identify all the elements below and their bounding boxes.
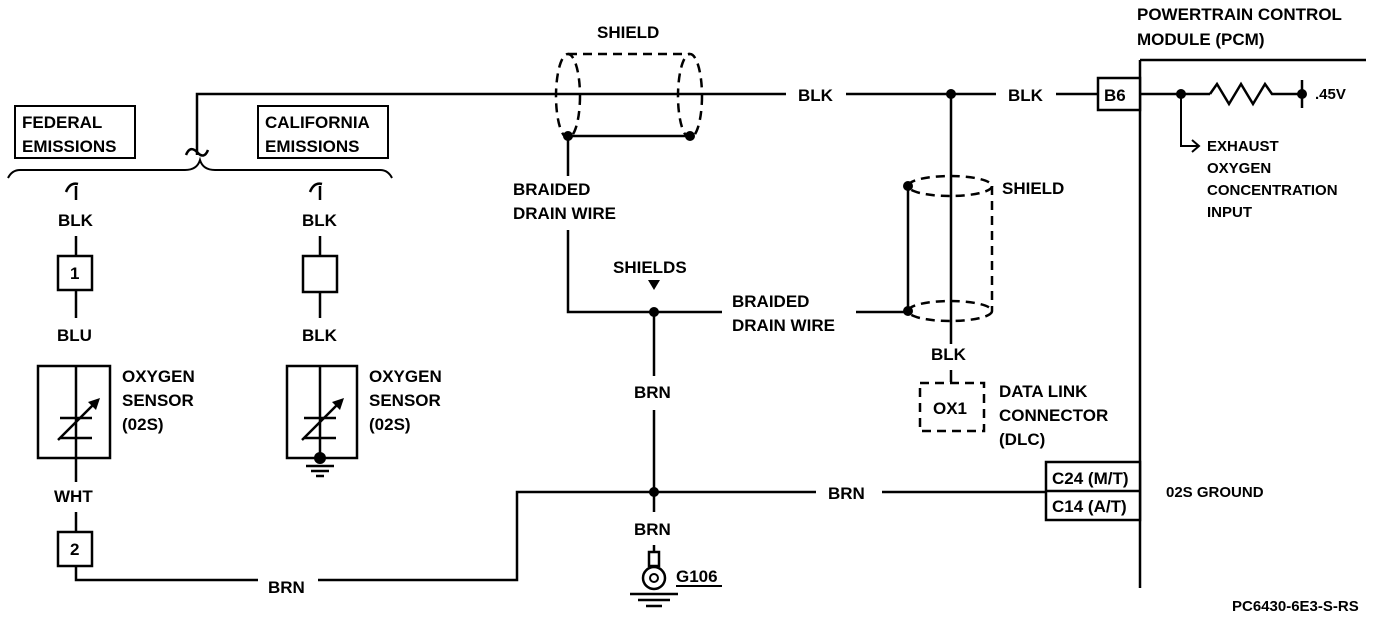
exhaust-label-line4: INPUT [1207,204,1252,221]
brn-bottom-wire-right [318,490,654,582]
pin-b6-label: B6 [1104,86,1126,105]
ground-lug [647,550,661,568]
california-label-line1: CALIFORNIA [265,113,370,132]
o2-left-line2: SENSOR [122,391,194,410]
pcm-title-line1: POWERTRAIN CONTROL [1137,5,1342,24]
o2-left-line1: OXYGEN [122,367,195,386]
drain-wire-1-lower [566,230,654,314]
shield-top: SHIELD [554,23,704,141]
pcm-title-line2: MODULE (PCM) [1137,30,1264,49]
shield-top-dot-right [685,131,695,141]
exhaust-input-arrow-line [1180,94,1198,147]
wire-color-fed-wht: WHT [54,487,93,506]
braided-1-line2: DRAIN WIRE [513,204,616,223]
federal-oxygen-sensor: BLK 1 BLU OXYGEN SENSOR (02S) WHT 2 [36,182,195,568]
wire-color-brn-bottom: BRN [268,578,305,597]
dlc-label-line3: (DLC) [999,430,1045,449]
top-wire-left [195,92,786,155]
cal-sensor-body [285,364,359,460]
emissions-bracket: FEDERAL EMISSIONS CALIFORNIA EMISSIONS [7,105,393,179]
wire-color-dlc-blk: BLK [931,345,967,364]
shield-top-label: SHIELD [597,23,659,42]
braided-1-line1: BRAIDED [513,180,590,199]
fed-sensor-body [36,364,112,460]
dlc-label-line2: CONNECTOR [999,406,1108,425]
fed-sensor-variable-arrow [57,399,99,441]
ground-eyelet [641,565,667,591]
wire-color-brn-pcm: BRN [828,484,865,503]
o2-right-line1: OXYGEN [369,367,442,386]
pcm-module: POWERTRAIN CONTROL MODULE (PCM) B6 .45V … [1044,5,1366,588]
pin-c24-label: C24 (M/T) [1052,469,1129,488]
o2s-ground-label: 02S GROUND [1166,484,1264,501]
cal-ground-dot [314,452,326,464]
data-link-connector: OX1 DATA LINK CONNECTOR (DLC) [918,381,1108,449]
cal-arrowhead-icon [332,398,344,410]
california-label-box [257,105,389,159]
exhaust-label-line1: EXHAUST [1207,138,1279,155]
dlc-label-line1: DATA LINK [999,382,1088,401]
ground-icon [630,592,678,608]
wire-crossover-icon [184,147,210,157]
pin-c14-label: C14 (A/T) [1052,497,1127,516]
ground-eyelet-hole [649,573,659,583]
exhaust-label-line3: CONCENTRATION [1207,182,1338,199]
cal-sensor-variable-arrow [301,399,343,441]
voltage-label: .45V [1315,86,1346,103]
shield-top-left-end [554,52,582,140]
o2-left-line3: (02S) [122,415,164,434]
wire-color-cal-blk-1: BLK [302,211,338,230]
wire-color-brn-ground: BRN [634,520,671,539]
braided-2-line1: BRAIDED [732,292,809,311]
fed-pin2-label: 2 [70,540,79,559]
federal-label-line2: EMISSIONS [22,137,116,156]
ground-id-label: G106 [676,567,718,586]
wire-color-cal-blk-2: BLK [302,326,338,345]
emissions-brace [7,156,393,179]
o2-right-line3: (02S) [369,415,411,434]
exhaust-input-arrowhead [1191,139,1201,153]
dlc-pin-label: OX1 [933,399,967,418]
california-label-line2: EMISSIONS [265,137,359,156]
shield-right: SHIELD [903,94,1064,344]
shield-right-dot-top [903,181,913,191]
fed-pin1-label: 1 [70,264,79,283]
wire-color-brn-vertical: BRN [634,383,671,402]
cal-connector-box [301,254,339,294]
brn-bottom-wire-left [74,565,258,582]
braided-2-line2: DRAIN WIRE [732,316,835,335]
fed-pin2-box [56,530,94,568]
federal-hook-icon [64,182,79,200]
shields-arrow-icon [648,280,660,290]
federal-label-box [14,105,136,159]
shields-junction-label: SHIELDS [613,258,687,277]
ground-g106: G106 [630,550,722,608]
resistor-symbol [1208,81,1302,107]
o2-right-line2: SENSOR [369,391,441,410]
figure-code: PC6430-6E3-S-RS [1232,598,1359,615]
wire-color-top-blk-2: BLK [1008,86,1044,105]
wire-color-fed-blk: BLK [58,211,94,230]
california-hook-icon [308,182,323,200]
federal-label-line1: FEDERAL [22,113,102,132]
dlc-box [918,381,986,433]
california-oxygen-sensor: BLK BLK OXYGEN SENSOR (02S) [285,182,442,478]
wire-color-top-blk-1: BLK [798,86,834,105]
fed-arrowhead-icon [88,398,100,410]
shield-right-label: SHIELD [1002,179,1064,198]
wire-color-fed-blu: BLU [57,326,92,345]
shield-top-right-end [676,52,704,140]
cal-ground-icon [306,464,334,478]
exhaust-label-line2: OXYGEN [1207,160,1271,177]
shield-right-dot-bottom [903,306,913,316]
